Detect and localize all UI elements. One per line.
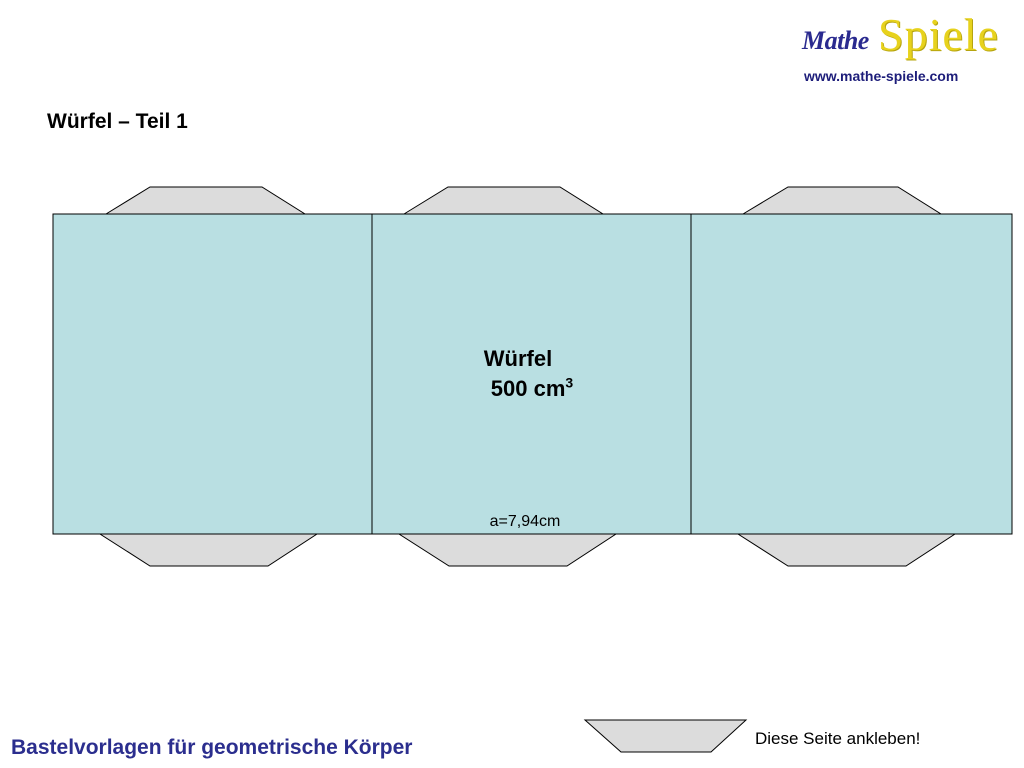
mathe-spiele-logo[interactable]: Mathe Spiele www.mathe-spiele.com [802,9,1022,92]
website-link[interactable]: www.mathe-spiele.com [804,68,959,84]
cube-volume-label: Würfel 500 cm3 [372,344,692,404]
cube-volume: 500 cm3 [372,374,692,404]
cube-volume-exponent: 3 [565,374,574,391]
page-title: Würfel – Teil 1 [47,110,188,133]
cube-face-right [690,213,1013,535]
glue-tab-top-middle [402,186,605,215]
logo-mathe-text: Mathe [802,26,869,55]
glue-tab-top-left [104,186,307,215]
cube-face-middle [371,213,692,535]
glue-instruction-label: Diese Seite ankleben! [755,729,921,748]
glue-tab-top-right [741,186,943,215]
cube-volume-value: 500 cm [490,376,566,401]
logo-spiele-text: Spiele [878,9,999,60]
glue-tab-legend-icon [583,719,748,753]
glue-tab-bottom-middle [397,533,618,567]
cube-name: Würfel [483,346,553,371]
glue-tab-bottom-right [736,533,957,567]
footer-title: Bastelvorlagen für geometrische Körper [11,736,413,759]
glue-tab-bottom-left [98,533,319,567]
cube-face-left [52,213,373,535]
edge-length-label: a=7,94cm [489,513,561,530]
